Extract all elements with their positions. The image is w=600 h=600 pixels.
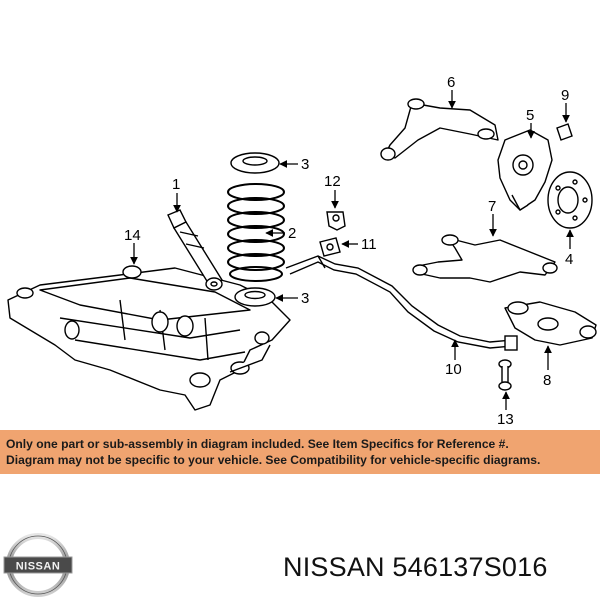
logo-text: NISSAN	[16, 561, 61, 573]
nissan-logo: NISSAN	[3, 533, 73, 597]
upper-control-arm	[380, 98, 499, 161]
subframe-crossmember	[7, 265, 291, 411]
stabilizer-bar	[285, 255, 518, 351]
callout-10: 10	[445, 361, 462, 378]
stabilizer-bushing	[326, 211, 346, 231]
lower-control-arm	[412, 234, 558, 283]
callout-leaders	[130, 90, 574, 410]
callout-6: 6	[447, 74, 455, 91]
callout-5: 5	[526, 107, 534, 124]
stabilizer-link	[498, 359, 512, 391]
coil-spring	[227, 183, 285, 282]
part-number-title: NISSAN 546137S016	[283, 552, 548, 582]
callout-13: 13	[497, 411, 514, 428]
callout-labels: 1 2 3 3 4 5 6 7 8 9 10 11 12 13 14	[124, 74, 573, 428]
callout-4: 4	[565, 251, 573, 268]
disclaimer-line-1: Only one part or sub-assembly in diagram…	[6, 437, 509, 451]
shock-absorber	[167, 209, 223, 291]
wheel-hub	[547, 171, 593, 229]
disclaimer-banner: Only one part or sub-assembly in diagram…	[0, 430, 600, 474]
callout-11: 11	[361, 236, 377, 253]
callout-8: 8	[543, 372, 551, 389]
suspension-diagram: 1 2 3 3 4 5 6 7 8 9 10 11 12 13 14	[7, 74, 597, 428]
steering-knuckle	[497, 129, 553, 211]
callout-12: 12	[324, 173, 341, 190]
callout-14: 14	[124, 227, 141, 244]
callout-7: 7	[488, 198, 496, 215]
lower-link	[504, 301, 597, 346]
hub-nut	[556, 123, 573, 141]
callout-3-lower: 3	[301, 290, 309, 307]
stabilizer-clamp	[319, 237, 341, 257]
spring-seat-lower	[234, 287, 276, 307]
callout-9: 9	[561, 87, 569, 104]
callout-2: 2	[288, 225, 296, 242]
disclaimer-line-2: Diagram may not be specific to your vehi…	[6, 453, 541, 467]
spring-seat-upper	[230, 152, 280, 174]
callout-1: 1	[172, 176, 180, 193]
callout-3-upper: 3	[301, 156, 309, 173]
